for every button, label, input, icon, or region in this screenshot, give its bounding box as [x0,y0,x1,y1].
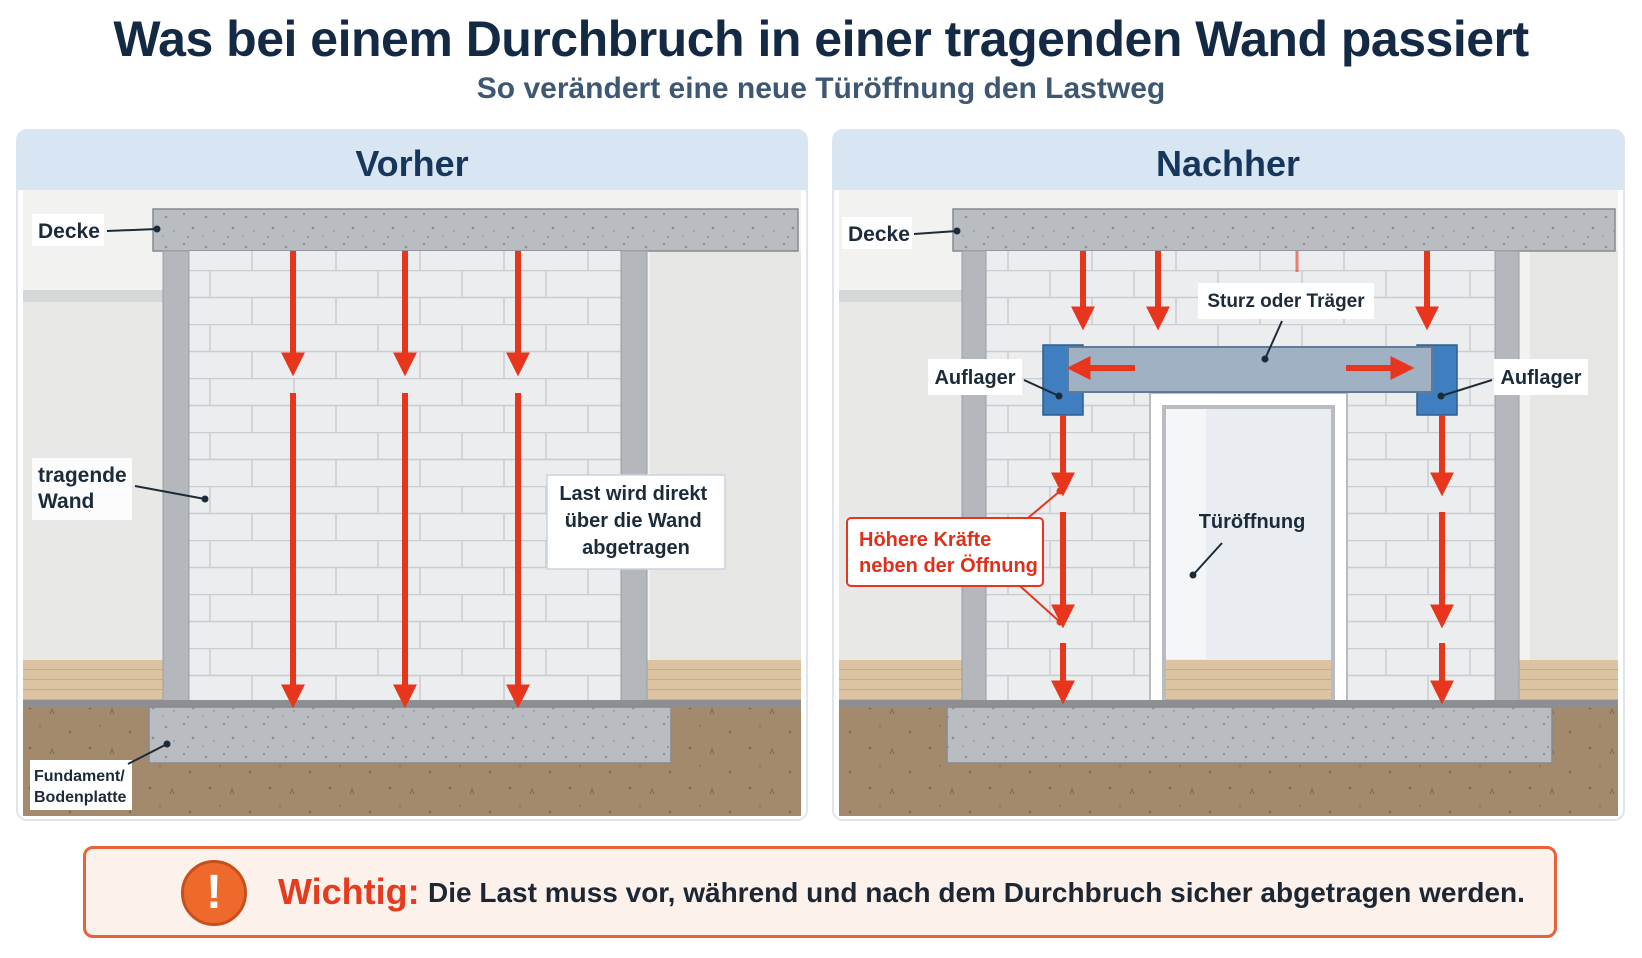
auflager-left-box [928,359,1022,395]
leader-line [1264,320,1283,360]
label-auflager-right: Auflager [1500,367,1581,389]
label-fundament-line2: Bodenplatte [34,789,127,806]
label-wand-line2: Wand [38,490,94,513]
important-notice: ! Wichtig: Die Last muss vor, während un… [83,846,1557,938]
auflager-right-box [1494,359,1588,395]
notice-text: Die Last muss vor, während und nach dem … [428,877,1525,908]
leader-line [127,743,168,765]
last-line3: abgetragen [582,537,690,559]
label-decke: Decke [38,220,100,243]
label-sturz: Sturz oder Träger [1207,291,1365,312]
last-callout: Last wird direkt über die Wand abgetrage… [559,483,712,559]
warning-icon: ! [181,860,247,926]
label-fundament: Fundament/ Bodenplatte [34,768,129,806]
panel-vorher: Vorher Decke tragende Wand [16,129,808,821]
label-tragende-wand: tragende Wand [38,464,133,513]
leader-line [134,485,206,500]
label-auflager-left: Auflager [934,367,1015,389]
leader-line [1440,379,1493,397]
kraefte-line1: Höhere Kräfte [859,529,991,551]
kraefte-callout: Höhere Kräfte neben der Öffnung [859,529,1038,577]
leader-line [106,228,158,232]
label-decke: Decke [848,223,910,246]
leader-line [1019,585,1061,623]
page-subtitle: So verändert eine neue Türöffnung den La… [476,72,1166,105]
panel-heading-nachher: Nachher [1156,143,1300,184]
leader-line [1027,490,1061,519]
label-wand-line1: tragende [38,464,127,487]
leader-line [1192,542,1223,576]
kraefte-callout-box [846,517,1044,587]
notice-label: Wichtig: [278,871,420,912]
page-title: Was bei einem Durchbruch in einer tragen… [113,11,1529,67]
last-line1: Last wird direkt [559,483,707,505]
label-tueroeffnung: Türöffnung [1199,511,1306,533]
sturz-label-box [1198,283,1374,319]
leader-line [1023,379,1060,397]
kraefte-line2: neben der Öffnung [859,554,1038,577]
last-callout-box [546,474,726,570]
label-fundament-line1: Fundament/ [34,768,125,785]
last-line2: über die Wand [565,510,702,532]
panel-heading-vorher: Vorher [355,143,468,184]
leader-line [913,230,958,235]
panel-nachher: Nachher [832,129,1625,821]
